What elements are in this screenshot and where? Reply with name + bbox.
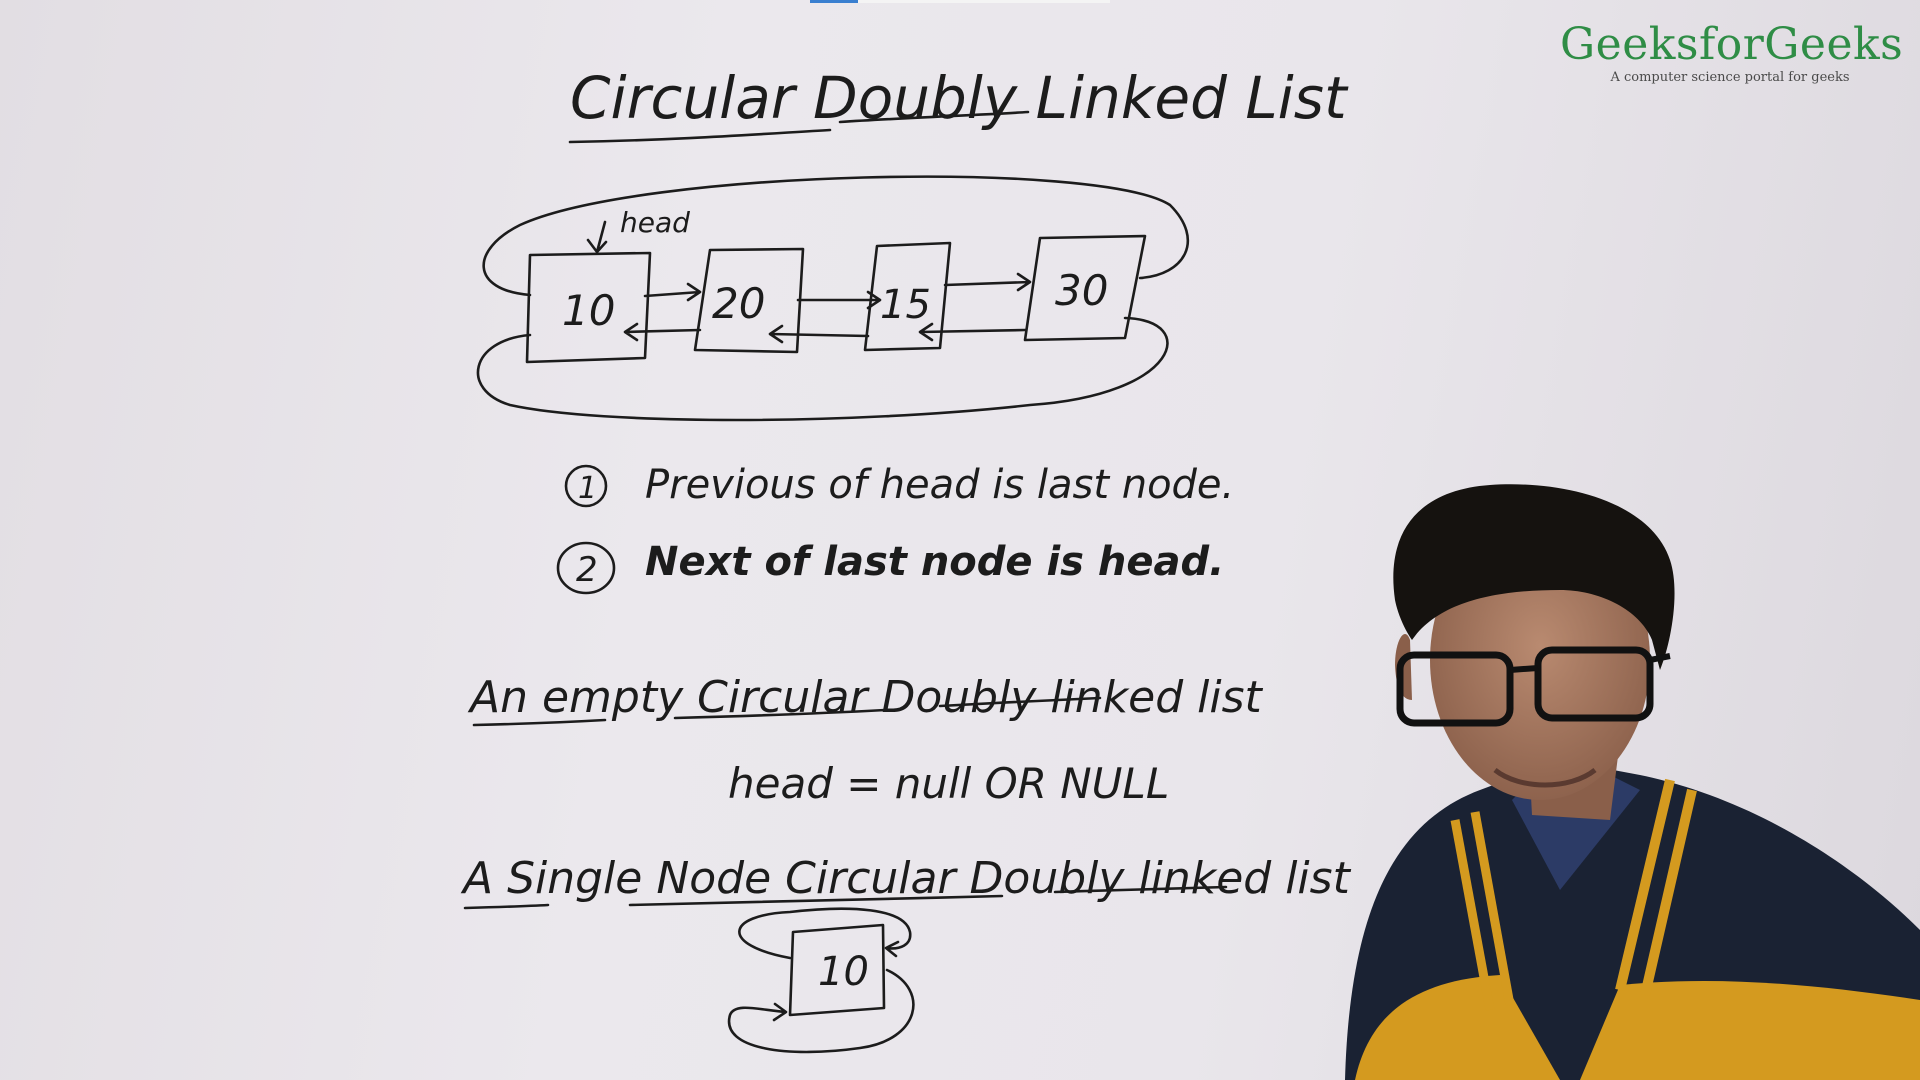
prev-arrow xyxy=(768,324,870,344)
node-value: 10 xyxy=(562,286,615,335)
heading-underline xyxy=(673,708,887,720)
head-pointer-arrow xyxy=(586,220,608,254)
next-arrow xyxy=(643,282,702,302)
heading-underline xyxy=(472,718,607,727)
empty-list-heading: An empty Circular Doubly linked list xyxy=(467,672,1264,723)
point-text: Previous of head is last node. xyxy=(645,462,1234,508)
jacket-stripe xyxy=(1450,819,1495,1011)
linked-list-nodes: 10 20 15 30 xyxy=(525,234,1147,364)
node-links xyxy=(623,272,1032,344)
next-self-arrow xyxy=(738,907,912,960)
jacket-stripe xyxy=(1615,778,1675,992)
jacket-stripe xyxy=(1470,811,1515,1006)
list-node xyxy=(693,247,805,354)
heading-underline xyxy=(463,903,550,910)
prev-arrow xyxy=(623,322,702,342)
prev-arrow xyxy=(918,322,1027,342)
point-number-circle xyxy=(564,464,608,508)
glasses-left-lens xyxy=(1396,651,1514,727)
glasses-right-lens xyxy=(1534,646,1654,722)
node-value: 15 xyxy=(880,282,931,328)
geeksforgeeks-logo: GeeksforGeeks A computer science portal … xyxy=(1560,19,1904,86)
logo-title: GeeksforGeeks xyxy=(1560,19,1904,70)
point-number-circle xyxy=(556,541,616,595)
heading-underline xyxy=(628,894,1004,907)
jacket-panel-right xyxy=(1580,980,1920,1080)
point-text: Next of last node is head. xyxy=(645,539,1224,585)
list-node xyxy=(1023,234,1147,342)
glasses-temple xyxy=(1649,653,1671,663)
board-title: Circular Doubly Linked List xyxy=(570,64,1349,132)
point-number: 1 xyxy=(578,471,597,506)
video-progress-fill xyxy=(810,0,858,3)
point-number: 2 xyxy=(576,550,598,590)
single-node-heading: A Single Node Circular Doubly linked lis… xyxy=(460,853,1352,904)
single-node xyxy=(788,923,886,1017)
heading-underline xyxy=(1053,885,1228,894)
glasses-bridge xyxy=(1509,665,1539,673)
video-progress-bar[interactable] xyxy=(810,0,1110,3)
single-node-diagram: 10 xyxy=(727,907,915,1054)
prev-self-arrow xyxy=(727,968,915,1054)
title-underline-2 xyxy=(838,110,1030,124)
head-label: head xyxy=(620,206,690,239)
presenter-mouth xyxy=(1493,767,1597,788)
node-value: 20 xyxy=(712,279,765,328)
next-arrow xyxy=(943,272,1032,292)
title-underline-1 xyxy=(568,128,832,144)
jacket-stripe xyxy=(1640,788,1697,997)
heading-underline xyxy=(938,696,1102,708)
presenter-hair xyxy=(1393,484,1675,670)
prev-loop-arrow xyxy=(482,175,1190,297)
next-arrow xyxy=(796,290,882,310)
single-node-value: 10 xyxy=(818,949,869,995)
empty-list-expression: head = null OR NULL xyxy=(728,759,1169,808)
node-value: 30 xyxy=(1055,266,1108,315)
list-node xyxy=(863,241,952,352)
presenter xyxy=(1345,484,1920,1080)
list-node xyxy=(525,251,652,364)
next-loop-arrow xyxy=(476,316,1169,422)
logo-tagline: A computer science portal for geeks xyxy=(1610,70,1850,85)
